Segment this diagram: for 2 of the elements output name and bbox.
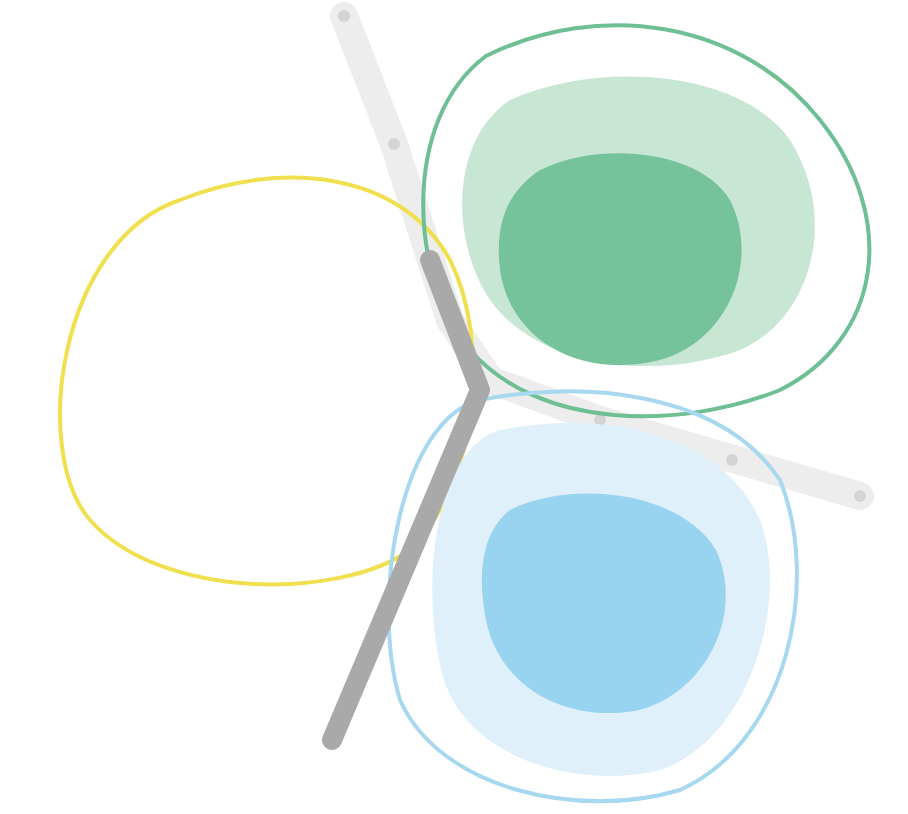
blob-shape — [386, 389, 799, 804]
blob-shape — [421, 23, 872, 419]
